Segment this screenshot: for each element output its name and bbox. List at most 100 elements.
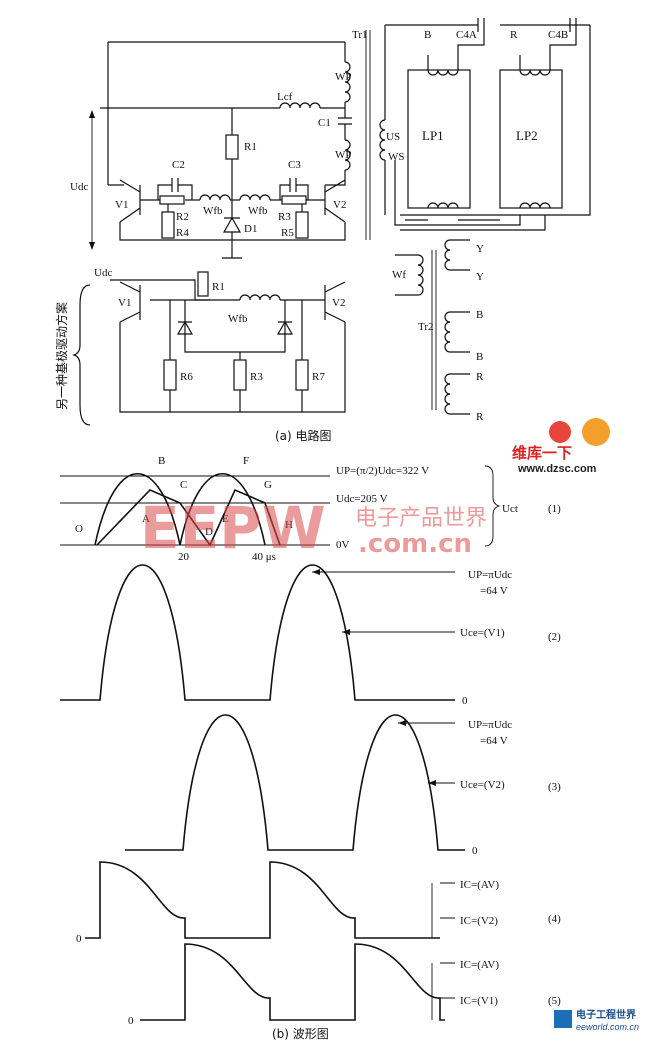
label-r3: R3 [278, 211, 291, 223]
v1-transistor [108, 179, 160, 223]
d1-diode [222, 216, 242, 233]
w4-index: (4) [548, 913, 561, 925]
point-c: C [180, 479, 187, 491]
w4-label-av: IC=(AV) [460, 879, 499, 891]
alt-wfb-winding [239, 294, 281, 301]
label-r7: R7 [312, 371, 325, 383]
w2-up-label: UP=πUdc [468, 569, 512, 581]
c2-capacitor [171, 178, 179, 192]
dzsc-watermark: 维库一下 www.dzsc.com [512, 418, 610, 475]
label-v1-alt: V1 [118, 297, 131, 309]
w1-up-label: UP=(π/2)Udc=322 V [336, 465, 429, 477]
w2-curve-label: Uce=(V1) [460, 627, 505, 639]
r-winding [444, 373, 451, 415]
label-r-2: R [476, 411, 484, 423]
c1-capacitor [338, 117, 352, 125]
waveform-4: IC=(AV) IC=(V2) 0 (4) [76, 861, 561, 945]
w5-label-av: IC=(AV) [460, 959, 499, 971]
eepw-cn-text: 电子产品世界 [355, 506, 487, 531]
y-winding [444, 239, 451, 271]
label-c3: C3 [288, 159, 301, 171]
label-r-top: R [510, 29, 518, 41]
label-v2-alt: V2 [332, 297, 345, 309]
label-wfb-left: Wfb [203, 205, 223, 217]
w3-curve-label: Uce=(V2) [460, 779, 505, 791]
label-y-bottom: Y [476, 271, 484, 283]
ws-winding [379, 119, 386, 161]
w1-uct-label: Uct [502, 503, 518, 515]
eeworld-watermark: 电子工程世界 eeworld.com.cn [554, 1008, 639, 1032]
r4-resistor [161, 211, 175, 239]
label-lp2: LP2 [516, 128, 538, 143]
alt-diode-left [176, 320, 194, 335]
wp-winding-top [344, 61, 351, 103]
main-circuit [89, 25, 386, 259]
alt-r1-resistor [197, 271, 209, 297]
point-d: D [205, 526, 213, 538]
wfb-winding-left [199, 194, 231, 201]
label-r2: R2 [176, 211, 189, 223]
label-udc-alt: Udc [94, 267, 112, 279]
label-c2: C2 [172, 159, 185, 171]
alt-scheme-label: 另一种基极驱动方案 [54, 302, 69, 410]
label-tr2: Tr2 [418, 321, 434, 333]
label-v1: V1 [115, 199, 128, 211]
alt-r3-resistor [233, 359, 247, 391]
w5-index: (5) [548, 995, 561, 1007]
point-a: A [142, 513, 150, 525]
w1-zero-label: 0V [336, 539, 350, 551]
w2-index: (2) [548, 631, 561, 643]
w5-label-v: IC=(V1) [460, 995, 498, 1007]
eeworld-cn: 电子工程世界 [576, 1008, 636, 1021]
waveform-1: O A B C D E F G H UP=(π/2)Udc=322 V Udc=… [60, 455, 561, 563]
label-r-1: R [476, 371, 484, 383]
label-b-2: B [476, 351, 483, 363]
label-wfb-alt: Wfb [228, 313, 248, 325]
label-d1: D1 [244, 223, 257, 235]
w2-up-value: =64 V [480, 585, 508, 597]
label-r6: R6 [180, 371, 193, 383]
eeworld-site: eeworld.com.cn [576, 1022, 639, 1032]
label-c4b: C4B [548, 29, 568, 41]
point-e: E [222, 513, 229, 525]
w3-index: (3) [548, 781, 561, 793]
label-ws: WS [388, 151, 405, 163]
waveform-caption: (b) 波形图 [272, 1027, 329, 1041]
waveform-2: UP=πUdc =64 V Uce=(V1) 0 (2) [60, 564, 561, 707]
r5-resistor [295, 211, 309, 239]
lcf-inductor [279, 102, 321, 109]
label-r5: R5 [281, 227, 294, 239]
dzsc-brand: 维库一下 [512, 444, 572, 462]
circuit-caption: (a) 电路图 [275, 428, 332, 443]
lamp-section [385, 18, 591, 415]
c3-capacitor [289, 178, 297, 192]
b-winding [444, 311, 451, 353]
label-r1-alt: R1 [212, 281, 225, 293]
w3-up-value: =64 V [480, 735, 508, 747]
mascot-icon [582, 418, 610, 446]
w3-up-label: UP=πUdc [468, 719, 512, 731]
wf-winding [417, 254, 424, 296]
alt-drive-circuit [72, 271, 346, 426]
eepw-logo-text: EEPW [140, 494, 326, 562]
lp2-lamp [499, 69, 563, 209]
point-h: H [285, 519, 293, 531]
label-wp-bottom: WP [335, 149, 352, 161]
w2-zero: 0 [462, 695, 468, 707]
circuit-labels: Tr1 WP WP Lcf C1 US WS R1 C2 C3 R2 R3 R4… [54, 29, 568, 443]
w3-zero: 0 [472, 845, 478, 857]
label-lcf: Lcf [277, 91, 293, 103]
eepw-watermark: EEPW 电子产品世界 .com.cn [140, 494, 487, 562]
label-v2: V2 [333, 199, 346, 211]
w5-zero: 0 [128, 1015, 134, 1027]
dzsc-site: www.dzsc.com [517, 463, 597, 475]
point-f: F [243, 455, 249, 467]
waveform-3: UP=πUdc =64 V Uce=(V2) 0 (3) [125, 714, 561, 857]
r3-resistor [281, 195, 307, 205]
w1-tick-20: 20 [178, 551, 190, 563]
label-c1: C1 [318, 117, 331, 129]
label-r4: R4 [176, 227, 189, 239]
label-us: US [386, 131, 400, 143]
waveform-5: IC=(AV) IC=(V1) 0 (5) [128, 943, 561, 1027]
